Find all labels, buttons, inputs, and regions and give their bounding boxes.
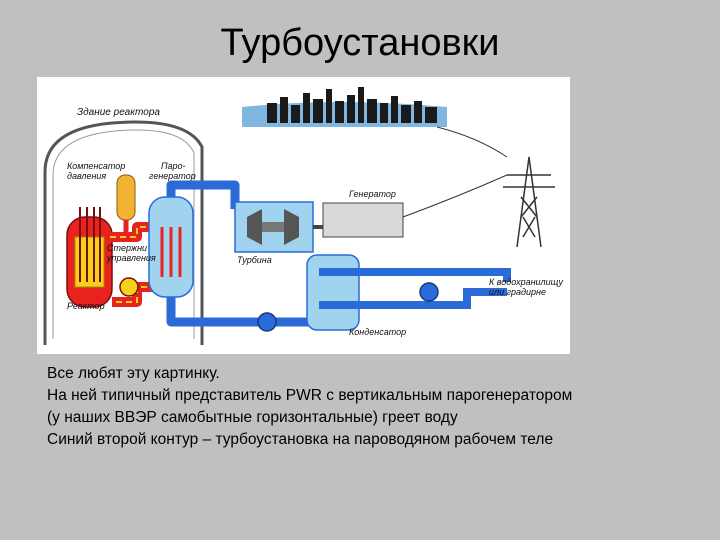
label-reactor: Реактор (67, 301, 105, 311)
label-condenser: Конденсатор (349, 327, 406, 337)
cooling-pump (419, 282, 439, 302)
label-pressurizer-2: давления (67, 171, 106, 181)
condenser (306, 254, 360, 331)
caption-line: (у наших ВВЭР самобытные горизонтальные)… (47, 409, 458, 426)
transmission-pylon (503, 156, 555, 248)
label-steam-gen-2: генератор (149, 171, 196, 181)
label-generator: Генератор (349, 189, 396, 199)
pwr-diagram-svg: Здание реактора Компенсатор давления Пар… (43, 87, 563, 345)
label-control-rods-1: Стержни (107, 243, 147, 253)
generator (322, 202, 404, 238)
label-cooling-1: К водохранилищу (489, 277, 563, 287)
caption-line: Синий второй контур – турбоустановка на … (47, 431, 554, 448)
label-steam-gen-1: Паро- (161, 161, 186, 171)
label-building: Здание реактора (77, 107, 160, 118)
city-buildings (267, 87, 437, 123)
caption-line: На ней типичный представитель PWR с верт… (47, 387, 573, 404)
primary-pump (119, 277, 139, 297)
control-rods (79, 207, 101, 282)
reactor-building-inner (52, 129, 195, 339)
pressurizer (116, 174, 136, 221)
caption-line: Все любят эту картинку. (47, 365, 220, 382)
pwr-diagram: Здание реактора Компенсатор давления Пар… (37, 77, 570, 354)
label-cooling-2: или градирне (489, 287, 546, 297)
slide-title: Турбоустановки (220, 22, 500, 64)
power-lines (402, 126, 508, 218)
slide-caption: Все любят эту картинку. На ней типичный … (47, 363, 707, 451)
label-turbine: Турбина (237, 255, 272, 265)
cooling-loop (319, 268, 511, 309)
condensate-pump (257, 312, 277, 332)
label-control-rods-2: управления (106, 253, 156, 263)
turbine-rotor (247, 209, 299, 245)
reactor-building (43, 120, 204, 345)
label-pressurizer-1: Компенсатор (67, 161, 125, 171)
